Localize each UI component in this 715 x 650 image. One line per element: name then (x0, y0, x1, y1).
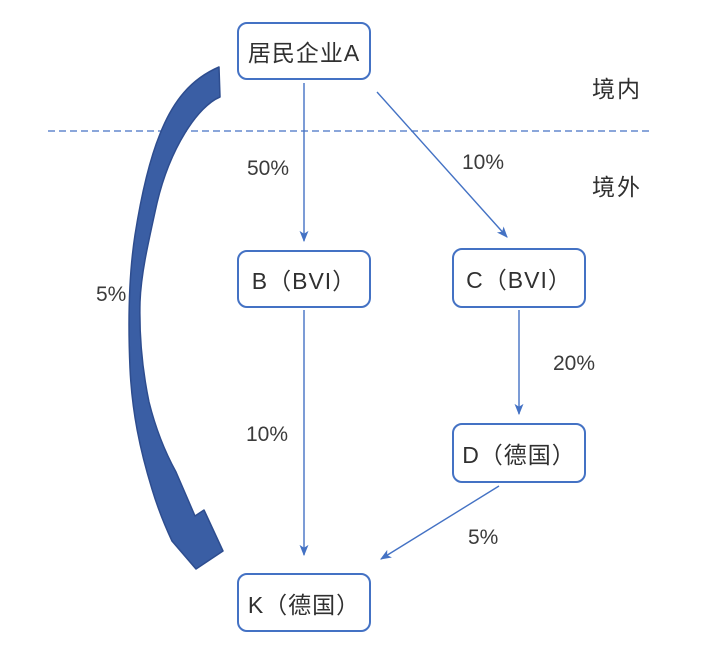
node-c-bvi: C（BVI） (452, 248, 586, 308)
edge-label-a-k-5pct: 5% (96, 283, 127, 306)
node-d-germany: D（德国） (452, 423, 586, 483)
edge-d-to-k (380, 485, 500, 560)
node-resident-enterprise-a: 居民企业A (237, 22, 371, 80)
edge-label-d-k-5pct: 5% (468, 526, 499, 549)
region-label-domestic: 境内 (592, 76, 642, 102)
node-k-germany: K（德国） (237, 573, 371, 632)
edge-a-to-c (376, 91, 508, 238)
edge-label-b-k-10pct: 10% (246, 423, 289, 446)
edge-a-to-k-curved-arrow (128, 66, 224, 570)
node-b-bvi: B（BVI） (237, 250, 371, 308)
region-label-overseas: 境外 (592, 174, 642, 200)
edge-label-a-b-50pct: 50% (247, 157, 290, 180)
edge-label-a-c-10pct: 10% (462, 151, 505, 174)
edge-label-c-d-20pct: 20% (553, 352, 596, 375)
